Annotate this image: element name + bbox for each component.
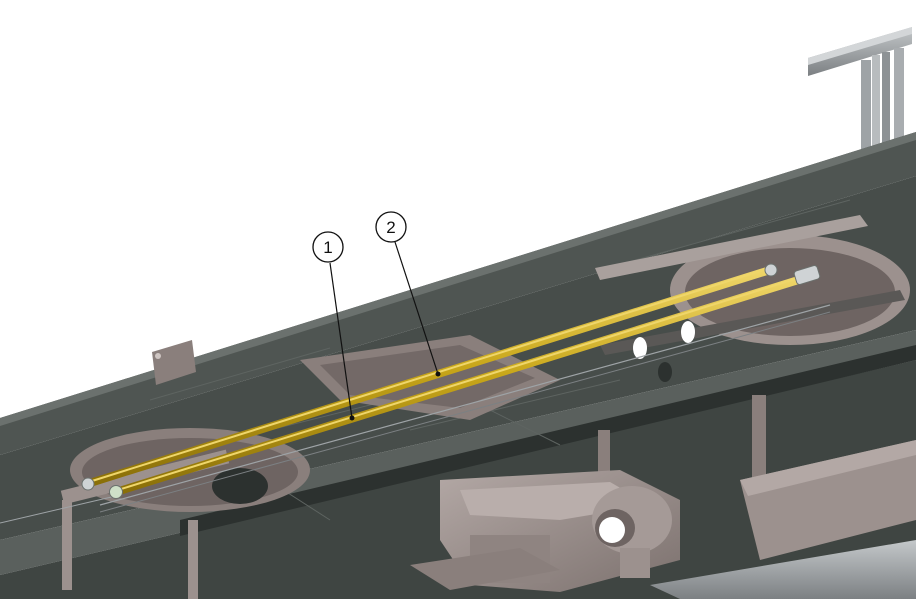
lower-rod bbox=[109, 265, 821, 499]
upper-rod bbox=[81, 263, 778, 491]
cables bbox=[0, 304, 831, 524]
callout-2: 2 bbox=[375, 211, 441, 377]
rod-end-fitting bbox=[764, 263, 778, 277]
frame-hole bbox=[633, 337, 647, 359]
callout-1: 1 bbox=[312, 231, 355, 421]
callout-1-label: 1 bbox=[323, 238, 332, 257]
rod-end-clevis bbox=[793, 265, 821, 285]
spring-hanger-bracket bbox=[410, 470, 680, 592]
mounting-bracket bbox=[152, 340, 196, 385]
rod-end-fitting bbox=[81, 477, 95, 491]
frame-hole bbox=[681, 321, 695, 343]
right-lower-bracket bbox=[650, 440, 916, 599]
upper-rail-assembly bbox=[808, 27, 912, 180]
right-cutout bbox=[595, 215, 910, 382]
rod-end-fitting bbox=[109, 485, 123, 499]
callout-2-label: 2 bbox=[386, 218, 395, 237]
